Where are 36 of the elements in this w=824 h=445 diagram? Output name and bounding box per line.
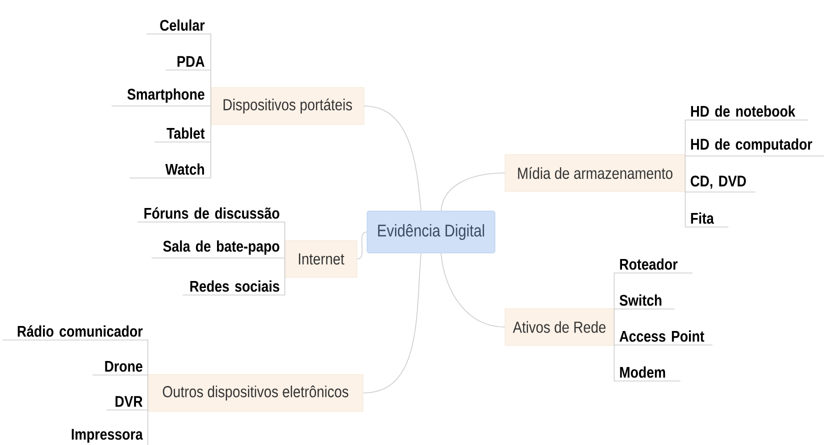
topic-box: Outros dispositivos eletrônicos: [148, 374, 364, 412]
subtopic-label: Watch: [165, 163, 204, 175]
topic-box: Ativos de Rede: [504, 308, 614, 346]
subtopic-label: PDA: [178, 56, 204, 67]
subtopic-label: Drone: [105, 361, 142, 372]
subtopic-label: Modem: [620, 366, 666, 378]
bracket-line: [684, 120, 824, 228]
subtopic-label: Roteador: [620, 258, 678, 270]
subtopic-label: Smartphone: [127, 88, 204, 103]
connector-line: [440, 252, 506, 328]
subtopic-label: Redes sociais: [190, 280, 280, 292]
bracket-line: [614, 272, 713, 382]
connector-line: [364, 106, 422, 212]
bracket-line: [2, 340, 148, 445]
subtopic-label: Switch: [620, 294, 662, 306]
topic-box: Dispositivos portáteis: [210, 87, 364, 125]
subtopic-label: CD, DVD: [690, 176, 746, 189]
bracket-line: [111, 34, 212, 178]
topic-box: Internet: [284, 240, 358, 278]
connector-line: [362, 252, 422, 394]
topic-box: Mídia de armazenamento: [504, 154, 686, 192]
connector-line: [440, 172, 506, 212]
subtopic-label: Sala de bate-papo: [163, 240, 280, 255]
connector-line: [356, 232, 368, 260]
subtopic-label: HD de computador: [691, 138, 812, 153]
subtopic-label: HD de notebook: [691, 105, 796, 117]
subtopic-label: Rádio comunicador: [18, 325, 143, 337]
subtopic-label: Tablet: [166, 127, 205, 139]
bracket-line: [137, 222, 286, 296]
subtopic-label: Access Point: [620, 330, 704, 342]
central-topic-box: Evidência Digital: [366, 210, 496, 254]
subtopic-label: Celular: [160, 19, 205, 31]
subtopic-label: DVR: [116, 396, 143, 407]
subtopic-label: Fóruns de discussão: [144, 207, 280, 219]
subtopic-label: Impressora: [72, 428, 143, 443]
subtopic-label: Fita: [691, 212, 714, 224]
